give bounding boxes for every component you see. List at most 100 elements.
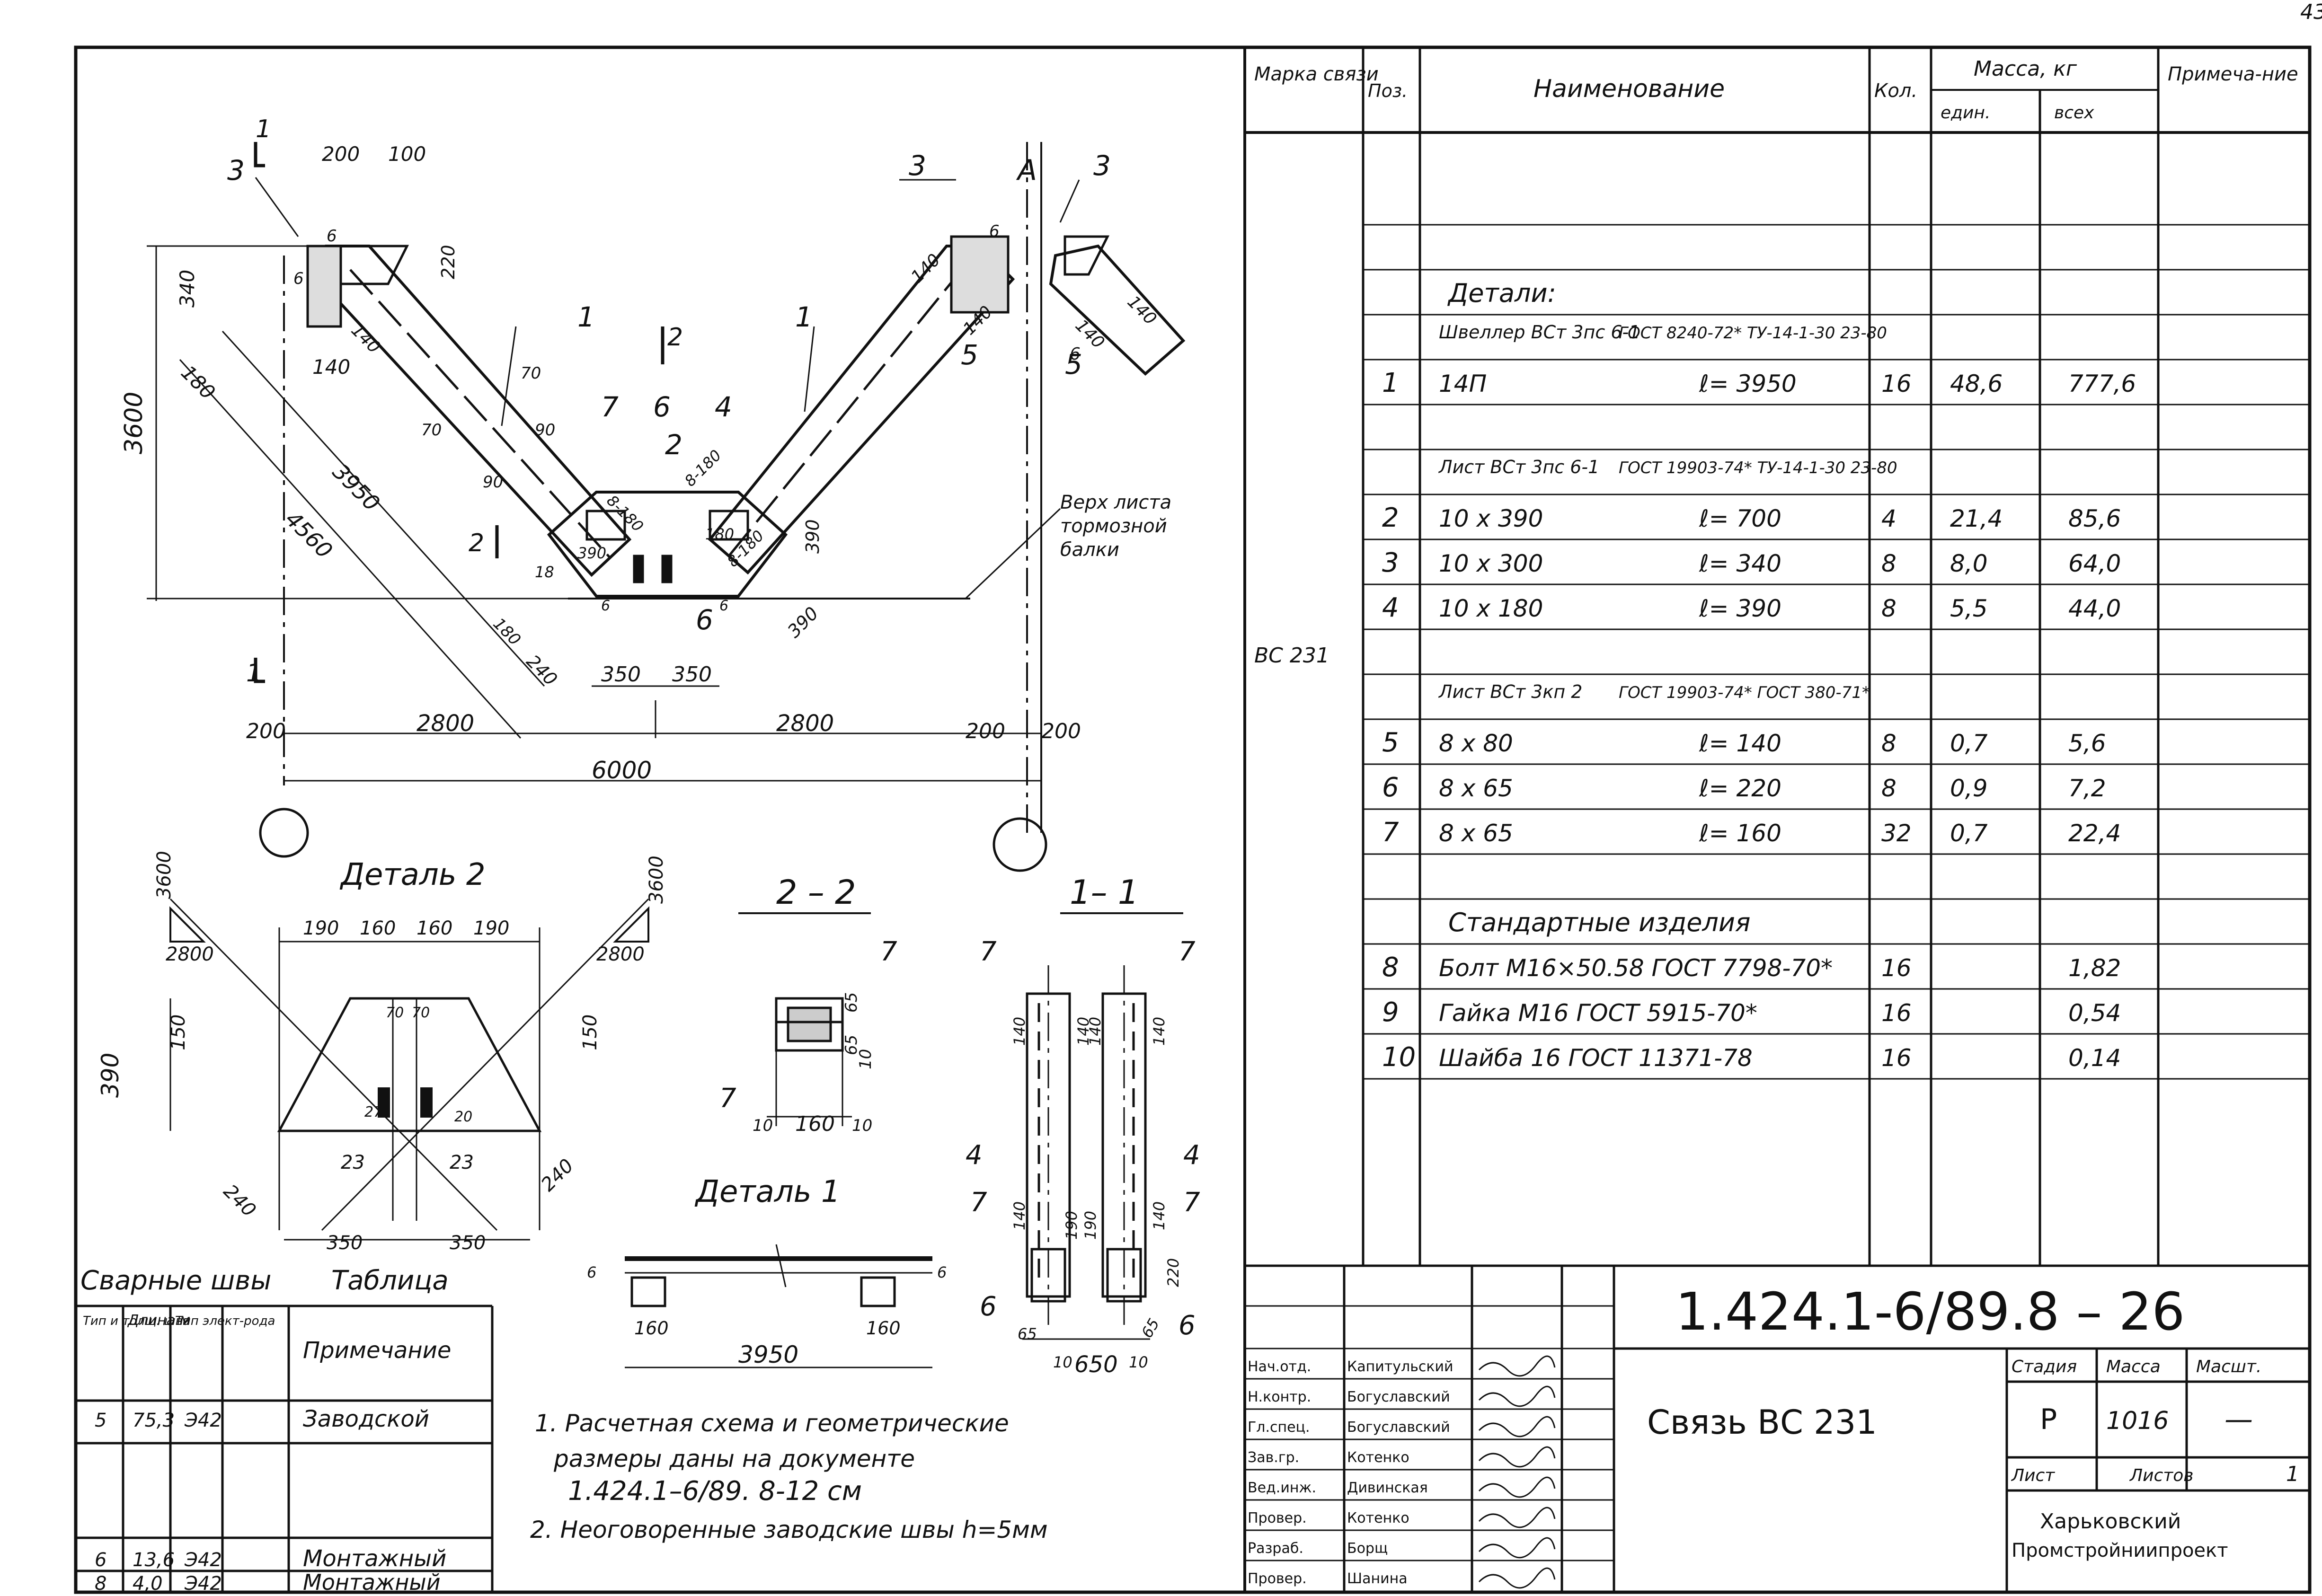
pos-label: 3 [1093,150,1111,182]
spec-total-mass: 777,6 [2068,370,2136,397]
signature-mark [1478,1355,1556,1377]
spec-qty: 8 [1881,550,1897,577]
signer-name: Борщ [1347,1540,1388,1557]
note-line: 1. Расчетная схема и геометрические [535,1410,1009,1437]
dim-label: 90 [483,473,503,492]
signer-role: Разраб. [1248,1540,1303,1557]
weld-type: 8 [95,1573,106,1595]
dim-label: 220 [1164,1258,1182,1287]
spec-length: ℓ= 220 [1699,775,1781,802]
spec-unit-mass: 0,7 [1950,730,1988,757]
spec-name: 8 х 65 [1439,820,1513,847]
beam-note-line: балки [1060,539,1119,561]
dim-label: 4560 [280,506,337,564]
spec-unit-mass: 5,5 [1950,595,1988,622]
spec-qty: 8 [1881,730,1897,757]
spec-unit-mass: 0,9 [1950,775,1988,802]
weld-note: Заводской [303,1406,429,1432]
dim-label: 70 [412,1005,430,1021]
dim-label: 390 [97,1053,124,1098]
spec-total-mass: 7,2 [2068,775,2106,802]
dim-label: 190 [303,917,339,939]
weld-note: Монтажный [303,1570,441,1595]
welds-table-label: Таблица [331,1265,449,1296]
dim-label: 23 [341,1152,365,1173]
pos-label: 7 [980,936,997,967]
signature-mark [1478,1446,1556,1468]
dim-label: 180 [489,614,524,649]
signature-mark [1478,1385,1556,1407]
dim-label: 140 [1150,1017,1168,1046]
signer-name: Котенко [1347,1510,1409,1526]
dim-label: 350 [601,662,641,687]
dim-label: 140 [1010,1017,1028,1046]
dim-label: 140 [1074,1017,1092,1046]
dim-label: 200 [1041,719,1081,743]
spec-material-gost: ГОСТ 19903-74* ТУ-14-1-30 23-80 [1619,459,1897,477]
spec-header-pos: Поз. [1368,80,1408,101]
dim-label: 240 [523,651,561,689]
spec-unit-mass: 48,6 [1950,370,2003,397]
dim-label: 240 [537,1155,578,1196]
signer-name: Капитульский [1347,1358,1453,1375]
section-mark-1-bottom: 1 [246,659,262,688]
signer-name: Дивинская [1347,1480,1428,1496]
section-2-2-labels: 2 – 2 7 7 65 65 10 160 10 10 [719,873,897,1136]
dim-label: 65 [842,992,861,1013]
spec-name: 10 х 180 [1439,595,1543,622]
pos-label: 3 [227,154,245,186]
weld-length: 13,6 [133,1549,175,1571]
dim-label: 10 [852,1116,872,1135]
signature-mark [1478,1567,1556,1589]
spec-pos: 5 [1382,727,1399,758]
dim-label: 65 [1018,1325,1037,1343]
sheets-label: Листов [2129,1466,2193,1485]
dim-label: 160 [795,1112,835,1136]
spec-header-mark: Марка связи [1254,63,1379,85]
mass-value: 1016 [2106,1407,2169,1435]
spec-length: ℓ= 340 [1699,550,1781,577]
welds-header: Длина м [127,1312,190,1329]
dim-label: 140 [1150,1201,1168,1230]
pos-label: 7 [719,1083,736,1114]
spec-header-name: Наименование [1533,75,1725,103]
pos-label: 4 [715,391,732,423]
dim-label: 140 [347,320,384,357]
dim-label: 350 [672,662,712,687]
spec-table-header: Марка связи Поз. Наименование Кол. Масса… [1254,57,2298,668]
pos-label: 6 [653,391,671,423]
dim-label: 3950 [738,1341,798,1368]
welds-header: Тип элект-рода [175,1314,275,1328]
spec-header-qty: Кол. [1874,80,1917,102]
dim-label: 390 [802,519,823,554]
dim-label: 2800 [776,710,834,737]
signature-mark [1478,1476,1556,1498]
spec-length: ℓ= 390 [1699,595,1781,622]
section-mark-2-top: 2 [667,323,683,352]
spec-total-mass: 22,4 [2068,820,2121,847]
dim-label: 10 [753,1116,773,1135]
spec-name: Болт М16×50.58 ГОСТ 7798-70* [1439,954,1833,982]
title-block-signers: Нач.отд.КапитульскийН.контр.Богуславский… [1248,1355,1556,1589]
section-mark-1-top: 1 [256,115,271,143]
pos-label: 7 [1183,1187,1200,1218]
pos-label: 4 [966,1140,983,1171]
spec-material-name: Лист ВСт 3кп 2 [1438,681,1582,702]
spec-material-gost: ГОСТ 19903-74* ГОСТ 380-71* [1619,683,1870,702]
scale-value: — [2225,1403,2253,1436]
dim-label: 10 [1129,1353,1148,1371]
title-block-text: 1.424.1-6/89.8 – 26 Связь ВС 231 Стадия … [1647,1281,2299,1561]
dim-label: 340 [176,270,199,308]
dim-label: 6 [1070,344,1081,364]
weld-length: 75,3 [133,1410,175,1431]
dim-label: 160 [417,917,452,939]
spec-material-gost: ГОСТ 8240-72* ТУ-14-1-30 23-80 [1619,324,1887,343]
dim-label: 160 [866,1318,901,1339]
dim-label: 650 [1074,1351,1118,1378]
spec-material-name: Лист ВСт 3пс 6-1 [1438,457,1599,477]
section-mark-2-bottom: 2 [469,529,484,557]
dim-label: 190 [473,917,509,939]
welds-header: Тип и толщ. шва [83,1314,190,1328]
spec-header-mass: Масса, кг [1974,57,2077,81]
